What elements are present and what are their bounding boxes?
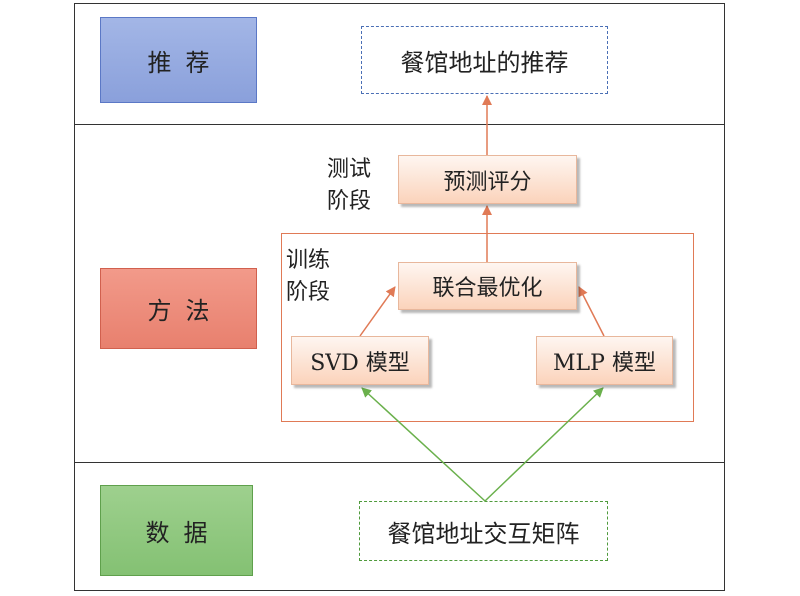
interaction-matrix-box: 餐馆地址交互矩阵 <box>359 501 608 561</box>
mlp-model-text: MLP 模型 <box>553 350 656 376</box>
layer-label-data-text: 数据 <box>145 519 222 547</box>
interaction-matrix-text: 餐馆地址交互矩阵 <box>387 519 580 548</box>
prediction-score-text: 预测评分 <box>443 169 532 195</box>
train-stage-line2: 阶段 <box>286 280 331 305</box>
train-stage-label: 训练 阶段 <box>286 245 330 309</box>
layer-label-method: 方法 <box>100 268 257 349</box>
prediction-score-node: 预测评分 <box>398 155 577 204</box>
layer-divider-top <box>74 124 725 125</box>
test-stage-label: 测试 阶段 <box>327 154 371 218</box>
joint-optimization-text: 联合最优化 <box>432 276 543 301</box>
diagram-frame <box>74 3 725 591</box>
svd-model-text: SVD 模型 <box>310 350 410 376</box>
recommendation-output-box: 餐馆地址的推荐 <box>361 26 608 94</box>
test-stage-line1: 测试 <box>327 157 372 182</box>
joint-optimization-node: 联合最优化 <box>398 262 577 310</box>
layer-divider-bottom <box>74 462 725 463</box>
test-stage-line2: 阶段 <box>327 189 372 214</box>
mlp-model-node: MLP 模型 <box>536 336 673 385</box>
layer-label-data: 数据 <box>100 485 253 576</box>
svd-model-node: SVD 模型 <box>291 336 429 385</box>
layer-label-recommend-text: 推荐 <box>147 48 224 77</box>
layer-label-recommend: 推荐 <box>100 17 257 103</box>
layer-label-method-text: 方法 <box>147 297 224 325</box>
train-stage-line1: 训练 <box>286 248 331 273</box>
recommendation-output-text: 餐馆地址的推荐 <box>400 48 569 77</box>
